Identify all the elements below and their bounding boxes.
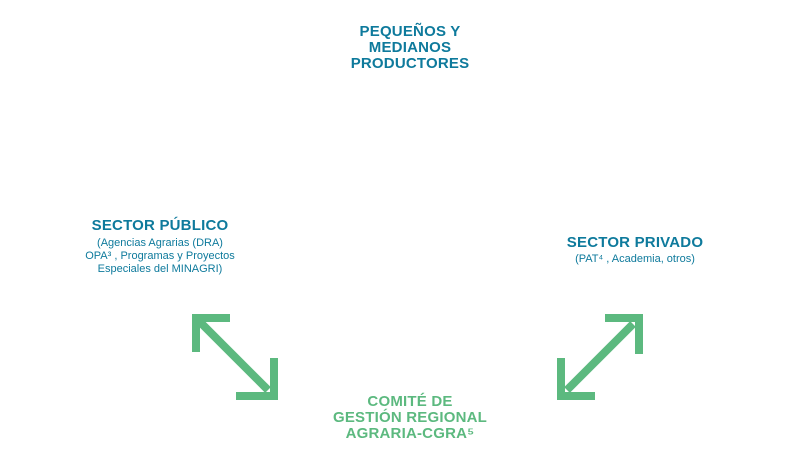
- title-line: COMITÉ DE: [367, 393, 453, 410]
- node-title: SECTOR PÚBLICO: [91, 217, 229, 234]
- node-pequenos-medianos-productores: PEQUEÑOS Y MEDIANOS PRODUCTORES: [300, 24, 520, 72]
- double-arrow-right-icon: [557, 314, 643, 400]
- node-sector-publico: SECTOR PÚBLICO (Agencias Agrarias (DRA) …: [40, 218, 280, 276]
- arrow-head-end: [236, 358, 278, 400]
- arrow-head-start: [192, 314, 230, 352]
- node-title: PEQUEÑOS Y MEDIANOS PRODUCTORES: [300, 24, 520, 72]
- title-line: MEDIANOS: [368, 39, 452, 56]
- title-line: AGRARIA-CGRA⁵: [345, 425, 475, 442]
- title-line: PRODUCTORES: [350, 55, 470, 72]
- node-subtitle: (Agencias Agrarias (DRA) OPA³ , Programa…: [40, 237, 280, 276]
- node-title: COMITÉ DE GESTIÓN REGIONAL AGRARIA-CGRA⁵: [300, 394, 520, 442]
- node-title: SECTOR PRIVADO: [566, 234, 704, 251]
- title-line: PEQUEÑOS Y: [359, 23, 461, 40]
- arrow-shaft: [564, 321, 636, 393]
- node-sector-privado: SECTOR PRIVADO (PAT⁴ , Academia, otros): [520, 235, 750, 266]
- node-comite-gestion-regional: COMITÉ DE GESTIÓN REGIONAL AGRARIA-CGRA⁵: [300, 394, 520, 442]
- subtitle-line: OPA³ , Programas y Proyectos: [85, 250, 235, 262]
- subtitle-line: Especiales del MINAGRI): [97, 263, 223, 275]
- subtitle-line: (Agencias Agrarias (DRA): [97, 237, 223, 249]
- arrow-head-end: [605, 314, 643, 354]
- title-line: GESTIÓN REGIONAL: [332, 409, 488, 426]
- arrow-shaft: [197, 319, 271, 393]
- double-arrow-left-icon: [192, 314, 278, 400]
- node-subtitle: (PAT⁴ , Academia, otros): [575, 253, 695, 265]
- arrow-head-start: [557, 358, 595, 400]
